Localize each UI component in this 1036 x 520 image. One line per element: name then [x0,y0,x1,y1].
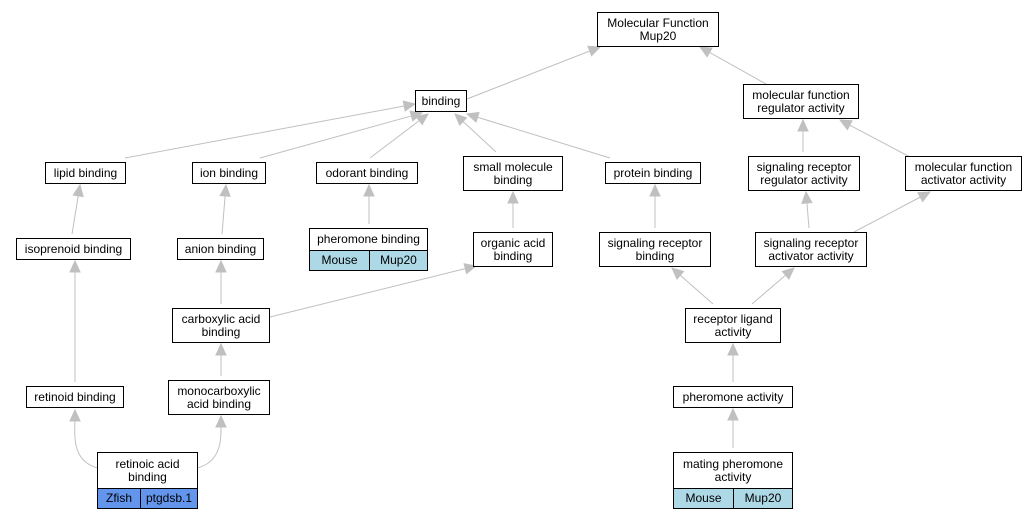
protein-to-binding-edge [477,116,611,159]
node-label: ion binding [199,165,259,180]
node-label: carboxylic acid binding [181,311,261,339]
retinoic-to-retinoid-edge [74,419,99,469]
species-gene-tags: Mouse Mup20 [310,250,427,270]
sigrecact-to-activator-edge [853,196,921,233]
node-label: retinoid binding [34,389,116,404]
node-label: pheromone activity [682,389,784,404]
node-label: binding [421,93,461,108]
node-molecular-function-root[interactable]: Molecular Function Mup20 [597,12,719,47]
sigrecact-to-sigrecreg-arrowhead [801,190,813,204]
node-label: isoprenoid binding [24,241,123,256]
ligand-to-sigrecbind-arrowhead [671,267,685,280]
node-label: Molecular Function Mup20 [607,15,709,43]
activator-to-regulator-edge [849,124,911,158]
protein-to-binding-arrowhead [465,111,480,123]
node-signaling-receptor-activator-activity[interactable]: signaling receptor activator activity [755,232,867,267]
node-lipid-binding[interactable]: lipid binding [45,162,126,184]
retinoid-to-isoprenoid-arrowhead [69,259,81,273]
ligand-to-sigrecact-arrowhead [781,267,795,280]
carboxylic-to-anion-arrowhead [215,259,227,273]
node-label: receptor ligand activity [693,311,773,339]
node-carboxylic-acid-binding[interactable]: carboxylic acid binding [172,308,270,343]
regulator-to-root-edge [709,51,767,85]
binding-to-root-edge [466,50,590,100]
smallmol-to-binding-edge [462,121,497,153]
organic-to-smallmol-arrowhead [507,190,519,204]
node-signaling-receptor-binding[interactable]: signaling receptor binding [599,232,711,267]
lipid-to-binding-edge [124,105,405,159]
node-monocarboxylic-acid-binding[interactable]: monocarboxylic acid binding [168,380,270,415]
node-label: molecular function activator activity [914,159,1013,187]
node-retinoic-acid-binding[interactable]: retinoic acid binding Zfish ptgdsb.1 [97,452,198,509]
node-label: signaling receptor activator activity [763,235,859,263]
anion-to-ion-edge [221,195,226,235]
node-receptor-ligand-activity[interactable]: receptor ligand activity [685,308,781,343]
node-label: mating pheromone activity [682,456,784,484]
species-gene-tags: Mouse Mup20 [674,488,792,508]
mono-to-carboxylic-arrowhead [215,342,227,356]
node-label: monocarboxylic acid binding [177,383,261,411]
node-odorant-binding[interactable]: odorant binding [316,162,418,184]
node-label: retinoic acid binding [115,456,180,484]
lipid-to-binding-arrowhead [402,100,417,112]
node-signaling-receptor-regulator-activity[interactable]: signaling receptor regulator activity [748,156,860,191]
node-label: odorant binding [325,165,409,180]
node-protein-binding[interactable]: protein binding [605,162,701,184]
node-mating-pheromone-activity[interactable]: mating pheromone activity Mouse Mup20 [673,452,793,509]
pherobind-to-odorant-arrowhead [363,183,375,197]
odorant-to-binding-edge [369,120,420,159]
node-pheromone-activity[interactable]: pheromone activity [673,386,793,408]
gene-tag: Mup20 [733,489,792,508]
anion-to-ion-arrowhead [219,183,231,197]
node-retinoid-binding[interactable]: retinoid binding [26,386,124,408]
node-label: pheromone binding [317,232,420,246]
pheroact-to-ligand-arrowhead [727,342,739,356]
node-anion-binding[interactable]: anion binding [177,238,264,260]
sigrecreg-to-regulator-arrowhead [797,118,809,132]
species-tag: Zfish [98,489,140,508]
retinoic-to-mono-edge [196,426,222,469]
carboxylic-to-organic-edge [269,268,466,318]
species-gene-tags: Zfish ptgdsb.1 [98,488,197,508]
node-label: signaling receptor binding [607,235,703,263]
ion-to-binding-edge [259,115,412,159]
node-label: protein binding [613,165,693,180]
sigrecact-to-activator-arrowhead [917,191,932,203]
activator-to-regulator-arrowhead [838,119,853,131]
retinoic-to-mono-arrowhead [215,414,227,428]
ligand-to-sigrecbind-edge [679,274,714,305]
species-tag: Mouse [310,251,369,270]
retinoic-to-retinoid-arrowhead [69,408,81,422]
mating-to-pheroact-arrowhead [727,407,739,421]
sigrecbind-to-protein-arrowhead [649,183,661,197]
node-molecular-function-regulator-activity[interactable]: molecular function regulator activity [743,84,859,119]
node-isoprenoid-binding[interactable]: isoprenoid binding [16,238,131,260]
node-small-molecule-binding[interactable]: small molecule binding [463,156,563,191]
species-tag: Mouse [674,489,733,508]
ligand-to-sigrecact-edge [751,274,786,305]
gene-tag: Mup20 [369,251,427,270]
gene-tag: ptgdsb.1 [140,489,197,508]
node-label: anion binding [184,241,257,256]
node-label: signaling receptor regulator activity [756,159,852,187]
node-label: small molecule binding [473,159,553,187]
isoprenoid-to-lipid-arrowhead [72,183,84,198]
node-label: lipid binding [53,165,118,180]
node-organic-acid-binding[interactable]: organic acid binding [473,232,553,267]
node-label: organic acid binding [480,235,546,263]
node-binding[interactable]: binding [415,90,467,112]
isoprenoid-to-lipid-edge [71,195,79,235]
node-molecular-function-activator-activity[interactable]: molecular function activator activity [905,156,1022,191]
node-label: molecular function regulator activity [752,87,850,115]
node-ion-binding[interactable]: ion binding [192,162,266,184]
sigrecact-to-sigrecreg-edge [806,202,810,229]
regulator-to-root-arrowhead [698,46,713,58]
node-pheromone-binding[interactable]: pheromone binding Mouse Mup20 [309,228,428,271]
